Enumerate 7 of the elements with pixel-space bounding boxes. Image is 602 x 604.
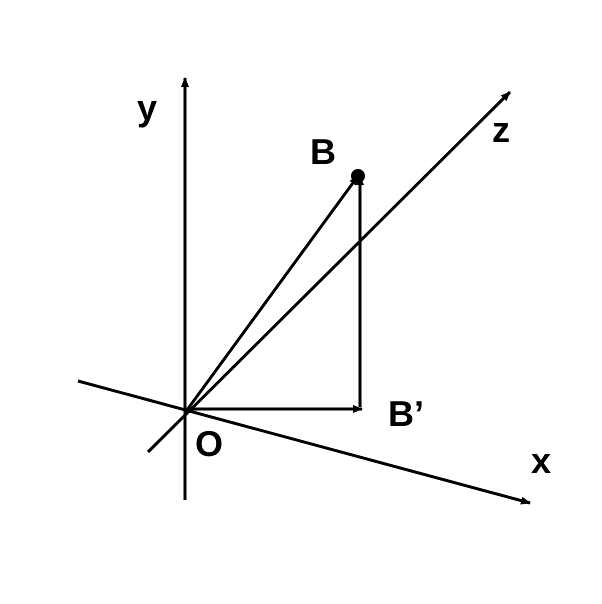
axis-label: z: [492, 112, 510, 148]
axis-label: x: [531, 443, 552, 479]
point-label: B: [310, 134, 336, 170]
vector-arrow: [187, 405, 363, 413]
point-label: B’: [388, 396, 424, 432]
point-label: O: [195, 426, 224, 462]
axis-label: y: [137, 90, 158, 126]
